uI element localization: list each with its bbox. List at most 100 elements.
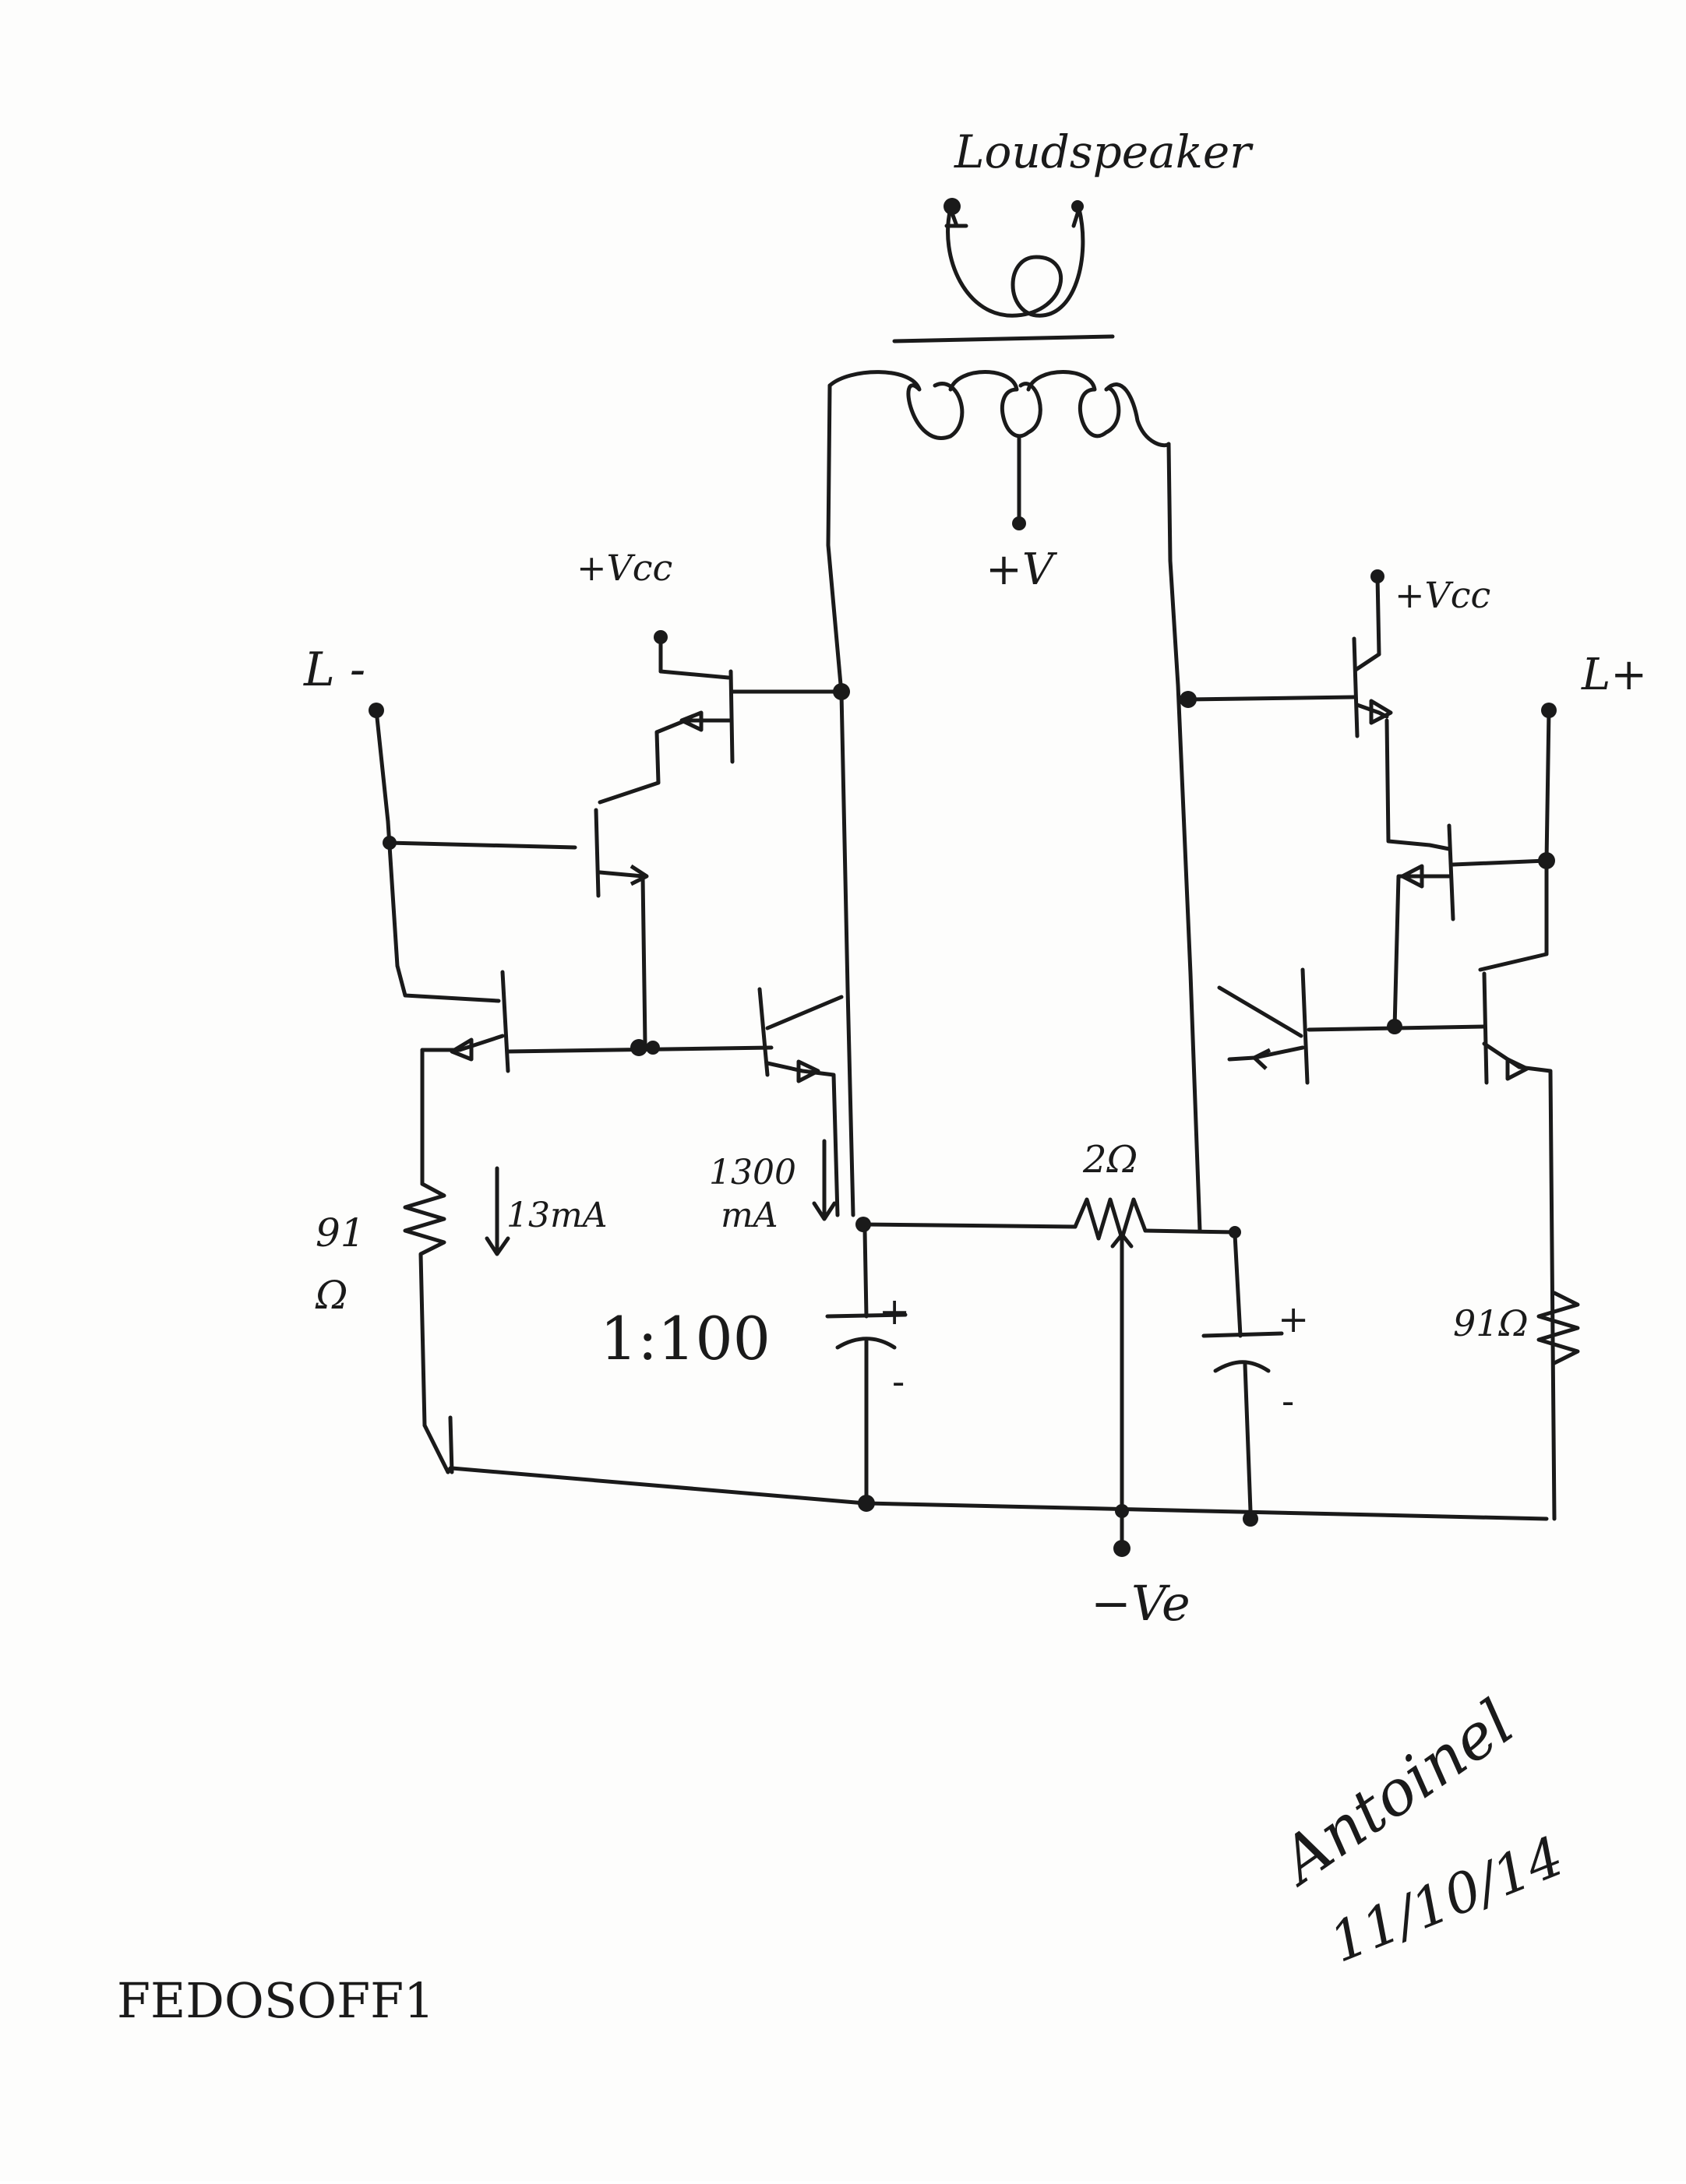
q4-right-collector [1217,985,1303,1038]
pot-left-wire [861,1222,1078,1229]
right-output-rail [1166,442,1202,1233]
node-left-mid-b [646,1041,660,1055]
driver-right-link [1384,718,1451,851]
vcc-right-stub [1375,574,1381,657]
input-left-wire [374,708,390,824]
node-left-bias [383,836,397,850]
node-right-collector [1180,691,1197,708]
res-left-bottom [422,1423,450,1474]
loudspeaker-label: Loudspeaker [954,125,1254,178]
driver-right-collector [1186,695,1356,702]
pot-wiper-arrow [1110,1232,1134,1249]
q3-left-base-bar [500,970,510,1073]
speaker-terminal-left[interactable] [944,198,961,215]
supply-center-label: +V [986,544,1058,595]
cap-left-plate-top [825,1312,908,1319]
node-pot-left [855,1217,871,1232]
current-left-label: 13mA [506,1196,608,1235]
cap-left-minus: - [892,1360,905,1404]
q2-right-arrow [1400,864,1424,889]
neg-supply-terminal[interactable] [1113,1540,1130,1557]
vcc-right-wire [1353,652,1381,672]
driver-left-base-bar [728,669,735,764]
vcc-left-wire [658,669,731,680]
node-left-mid [630,1039,647,1056]
current-arrow-left-head [485,1236,510,1256]
input-right-label: L+ [1581,650,1647,700]
q2-left-arrow [630,864,649,886]
resistor-left [403,1182,446,1428]
potentiometer [1073,1197,1148,1241]
node-ground-left [858,1495,875,1512]
driver-right-arrow [1369,699,1393,725]
cap-right-plate-bottom [1213,1360,1271,1373]
input-left-label: L - [303,643,365,697]
resistor-right [1536,1291,1580,1365]
center-tap-terminal[interactable] [1012,516,1026,530]
footer-label: FEDOSOFF1 [117,1972,435,2029]
input-right-wire [1544,708,1551,863]
cap-left-plus: + [879,1290,910,1333]
ground-bus-left [450,1466,867,1506]
driver-right-base-bar [1352,636,1360,738]
cap-right-plus: + [1278,1298,1309,1341]
bias-line-right [1451,858,1549,867]
current-right-unit: mA [721,1196,778,1235]
input-right-lower [1478,858,1549,972]
res-left-unit: Ω [315,1273,347,1318]
cap-left-top-wire [862,1228,869,1319]
node-right-mid [1387,1019,1402,1034]
ratio-label: 1:100 [600,1304,771,1373]
bias-line-left [386,840,577,850]
node-left-collector [833,683,850,700]
q3-left-emitter [420,1034,505,1052]
pot-right-wire [1143,1228,1237,1235]
input-right-terminal[interactable] [1541,703,1557,718]
q4-right-base-bar [1300,967,1310,1085]
speaker-terminal-right[interactable] [1071,200,1084,213]
neg-supply-label: −Ve [1091,1575,1190,1632]
q3-left-arrow [450,1037,474,1062]
res-left-num: 91 [316,1210,365,1256]
q4-left-arrow [796,1059,820,1083]
node-pot-right [1229,1226,1241,1238]
cap-left-plate-bottom [835,1337,897,1350]
cap-right-plate-top [1201,1331,1284,1338]
vcc-left-terminal[interactable] [654,630,668,644]
res-right-label: 91Ω [1453,1302,1529,1344]
vcc-right-terminal[interactable] [1370,569,1384,583]
q3-right-arrow [1505,1057,1529,1081]
vcc-left-label: +Vcc [577,547,672,589]
q2-left-base-bar [594,808,601,898]
q2-left-emitter [598,870,645,879]
q4-left-collector [765,995,844,1030]
cap-right-bottom-wire [1243,1362,1253,1513]
q2-left-emitter-wire [640,874,647,1046]
current-arrow-right-head [812,1201,837,1221]
cap-right-top-wire [1233,1232,1243,1338]
q4-left-base-bar [757,987,770,1077]
driver-left-arrow [679,710,704,732]
transformer-primary-winding [827,370,1171,448]
loudspeaker-coil [944,206,1085,318]
cap-right-minus: - [1282,1379,1294,1423]
transformer-core [892,334,1115,343]
left-bus-drop [448,1415,454,1474]
q4-right-arrow [1252,1048,1272,1070]
ground-bus-right [864,1501,1549,1521]
q2-right-base-bar [1447,823,1455,921]
left-output-rail [826,383,855,1217]
node-ground-right [1243,1511,1258,1527]
input-left-terminal[interactable] [369,703,384,718]
node-ground-center [1115,1504,1129,1518]
q3-left-base-wire [395,963,501,1003]
current-right-num: 1300 [709,1153,796,1192]
node-right-bias [1538,852,1555,869]
driver-left-link [598,718,688,805]
q2-right-emitter [1392,874,1451,1030]
pot-value-label: 2Ω [1082,1138,1138,1182]
q3-right-emitter [1482,1041,1557,1521]
vcc-right-label: +Vcc [1395,574,1490,616]
